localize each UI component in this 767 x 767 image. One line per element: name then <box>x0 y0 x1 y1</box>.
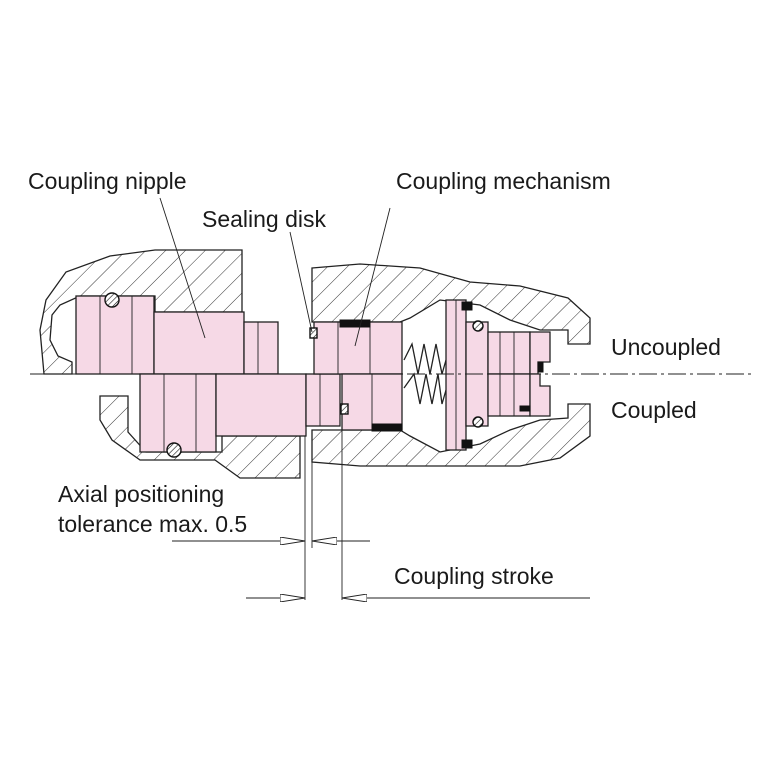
piston-ring-upper <box>472 320 484 332</box>
valve-seal-lower <box>371 423 403 432</box>
sealing-disk-lower <box>340 403 349 415</box>
leader-coupling-nipple <box>159 197 206 339</box>
nipple-body-lower <box>215 373 307 437</box>
label-uncoupled: Uncoupled <box>611 334 721 360</box>
dimensions <box>172 430 590 600</box>
piston-seal-top <box>461 301 473 311</box>
right-housing-upper <box>311 263 591 345</box>
left-housing-lower <box>99 395 301 479</box>
piston-seal-bottom <box>461 439 473 449</box>
stem-seal-lower <box>519 405 531 412</box>
nipple-o-ring-upper <box>104 292 120 308</box>
label-coupling-mechanism: Coupling mechanism <box>396 168 611 194</box>
valve-body-upper <box>313 321 403 375</box>
nipple-step-upper <box>243 321 279 375</box>
nipple-flange-lower <box>139 373 217 453</box>
label-coupled: Coupled <box>611 397 697 423</box>
label-coupling-nipple: Coupling nipple <box>28 168 187 194</box>
stem-seal-upper <box>537 361 544 373</box>
valve-seal-upper <box>339 319 371 328</box>
label-axial-tolerance-1: Axial positioning <box>58 481 224 507</box>
label-axial-tolerance-2: tolerance max. 0.5 <box>58 511 247 537</box>
nipple-o-ring-lower <box>166 442 182 458</box>
nipple-step-lower <box>305 373 341 427</box>
label-coupling-stroke: Coupling stroke <box>394 563 554 589</box>
nipple-flange-upper <box>75 295 155 375</box>
piston-ring-lower <box>472 416 484 428</box>
sealing-disk-upper <box>309 327 318 339</box>
leader-coupling-mechanism <box>354 207 391 347</box>
right-housing-lower <box>311 403 591 467</box>
coupling-nipple <box>75 292 341 458</box>
leader-sealing-disk <box>289 231 313 333</box>
nipple-body-upper <box>153 311 245 375</box>
coupling-mechanism <box>309 299 551 451</box>
leader-lines <box>159 197 391 347</box>
spring <box>403 342 447 405</box>
stem-tip-lower <box>529 373 551 417</box>
right-housing <box>311 263 591 467</box>
label-sealing-disk: Sealing disk <box>202 206 327 232</box>
stem-upper <box>487 331 531 375</box>
